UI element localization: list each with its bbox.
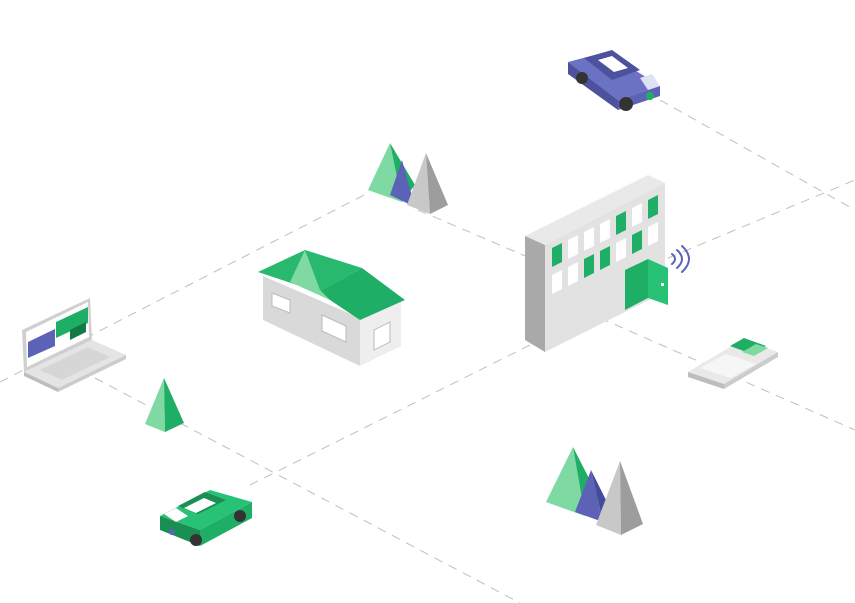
wifi-signal-icon [671,245,690,273]
path-mountains-to-building [417,209,531,259]
path-building-to-phone [599,317,855,431]
mountains-icon [368,143,448,214]
path-building-to-edge [667,179,855,259]
green-car-icon [160,490,252,546]
path-car-to-edge [659,99,855,211]
smartphone-icon [688,338,778,389]
house-icon [258,250,405,366]
pyramid-icon [145,378,184,432]
office-building-icon [525,175,668,352]
building-door [625,259,648,310]
path-car-to-building [249,344,531,486]
building-windows [552,195,658,294]
mountains-icon [546,447,643,535]
laptop-icon [22,298,126,392]
purple-car-icon [568,50,660,111]
